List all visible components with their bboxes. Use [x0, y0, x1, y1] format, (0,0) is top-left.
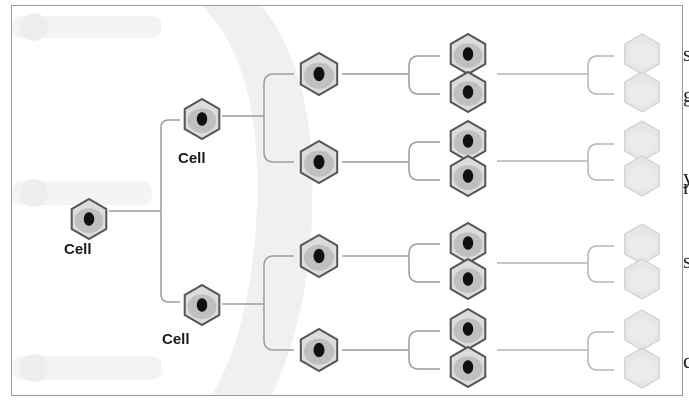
gen2-cell — [299, 52, 339, 96]
edge-text-fragment: y — [683, 164, 689, 189]
nucleus-icon — [313, 342, 325, 358]
gen4-cell — [624, 155, 660, 197]
edge-text-fragment: n — [683, 174, 689, 199]
gen1-top-cell-label: Cell — [178, 150, 206, 167]
edge-text-fragment: s — [683, 248, 689, 273]
root-cell-label: Cell — [64, 241, 92, 258]
gen4-cell — [624, 71, 660, 113]
nucleus-icon — [196, 112, 208, 126]
gen2-cell — [299, 140, 339, 184]
gen4-cell — [624, 223, 660, 265]
connector-line — [263, 255, 275, 351]
nucleus-icon — [462, 85, 474, 99]
gen4-cell — [624, 258, 660, 300]
diagram-frame: Cell Cell Cell — [11, 5, 683, 396]
gen2-to-gen3-connectors — [342, 55, 440, 370]
gen4-cell — [624, 120, 660, 162]
gen4-cell — [624, 347, 660, 389]
nucleus-icon — [462, 236, 474, 250]
nucleus-icon — [462, 134, 474, 148]
connector-lines — [109, 55, 614, 371]
gen3-cell — [449, 155, 487, 197]
cells-layer — [70, 33, 660, 389]
gen1-cell — [183, 98, 221, 140]
gen3-cell — [449, 346, 487, 388]
gen3-cell — [449, 120, 487, 162]
nucleus-icon — [313, 66, 325, 82]
gen3-cell — [449, 33, 487, 75]
nucleus-icon — [196, 298, 208, 312]
nucleus-icon — [83, 212, 95, 226]
edge-text-fragment: d — [683, 348, 689, 373]
nucleus-icon — [313, 154, 325, 170]
connector-line — [160, 119, 170, 303]
edge-text-fragment: g — [683, 82, 689, 107]
gen2-cell — [299, 328, 339, 372]
gen2-cell — [299, 234, 339, 278]
nucleus-icon — [462, 322, 474, 336]
gen3-cell — [449, 222, 487, 264]
gen3-cell — [449, 308, 487, 350]
cell-division-diagram: Cell Cell Cell — [12, 6, 660, 395]
gen4-cell — [624, 309, 660, 351]
nucleus-icon — [462, 272, 474, 286]
nucleus-icon — [462, 169, 474, 183]
gen1-bottom-cell-label: Cell — [162, 331, 190, 348]
gen3-cell — [449, 71, 487, 113]
background-decoration — [12, 6, 313, 395]
nucleus-icon — [462, 360, 474, 374]
gen3-cell — [449, 258, 487, 300]
gen3-to-gen4-connectors — [497, 55, 614, 371]
edge-text-fragment: s — [683, 41, 689, 66]
root-cell — [70, 198, 108, 240]
nucleus-icon — [462, 47, 474, 61]
gen4-cell — [624, 33, 660, 75]
gen1-cell — [183, 284, 221, 326]
connector-line — [263, 73, 275, 163]
nucleus-icon — [313, 248, 325, 264]
